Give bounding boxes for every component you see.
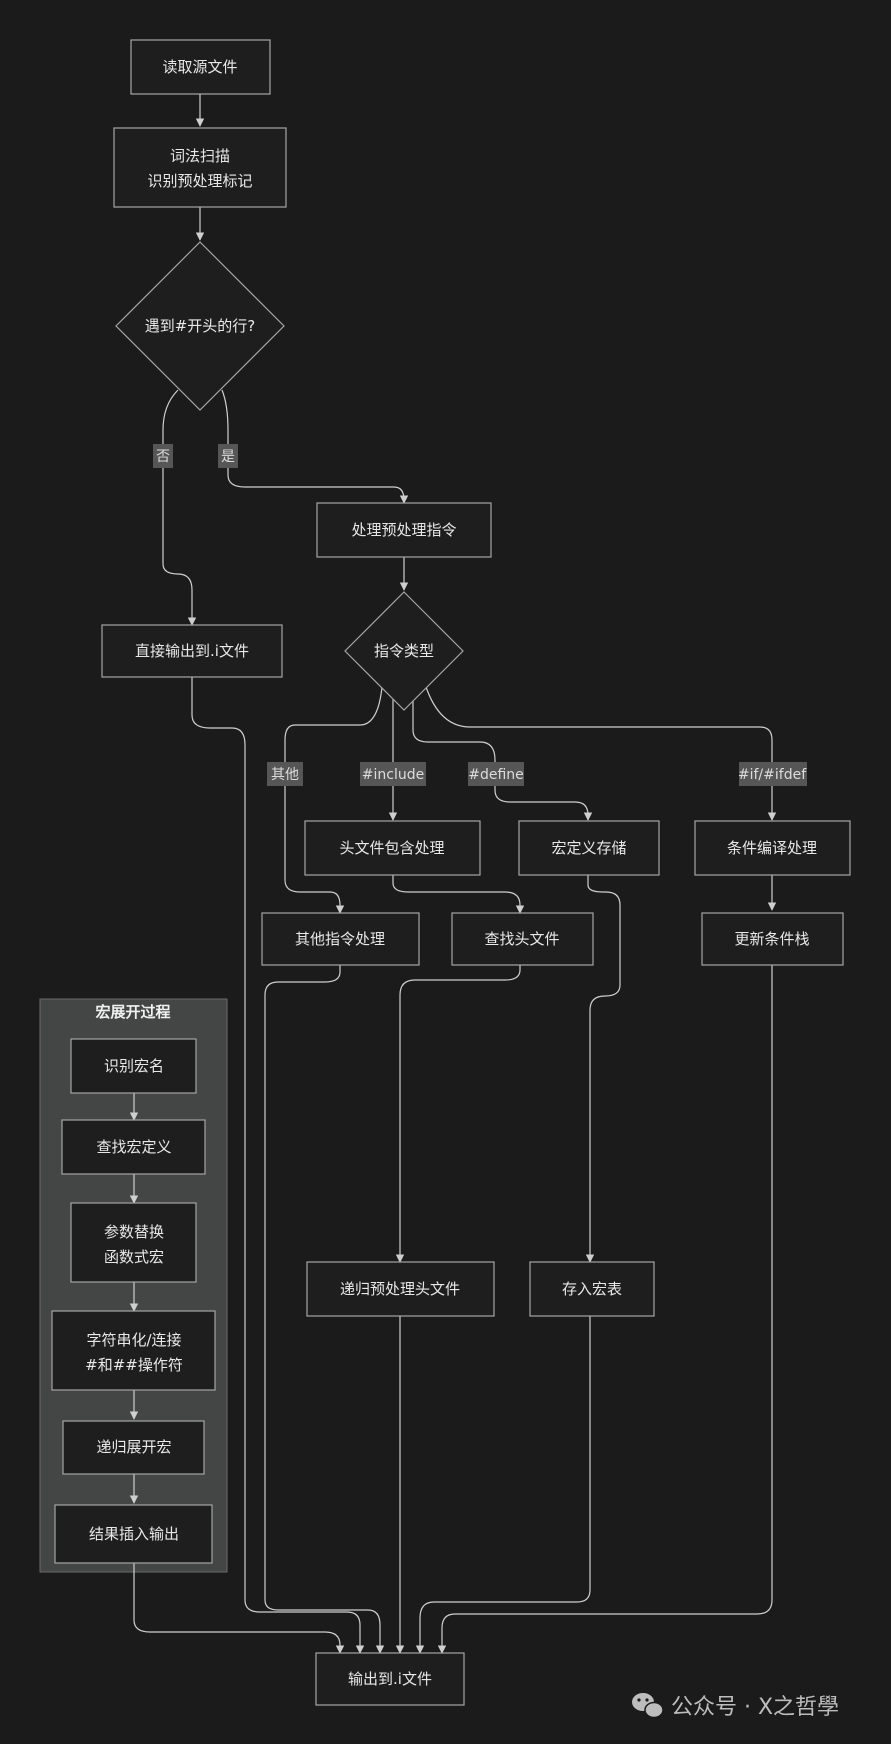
edge-output-direct-to-final: [191, 677, 365, 1654]
node-output-final-label: 输出到.i文件: [348, 1670, 432, 1688]
edge-store-to-final: [415, 1316, 591, 1654]
node-find-header: 查找头文件: [451, 912, 594, 966]
edge-find-to-recursive: [395, 965, 521, 1263]
edge-other-to-final: [264, 965, 385, 1654]
node-update-cond-stack-label: 更新条件栈: [734, 930, 809, 948]
cluster-step-identify-macro: 识别宏名: [70, 1038, 197, 1094]
edge-type-ifdef: [425, 686, 777, 821]
cluster-step-2-label: 查找宏定义: [96, 1138, 171, 1156]
node-lex-scan: 词法扫描 识别预处理标记: [113, 127, 287, 208]
cluster-step-3-label-2: 函数式宏: [104, 1248, 164, 1266]
node-decision-hash-label: 遇到#开头的行?: [145, 317, 256, 335]
wechat-icon: [632, 1693, 664, 1719]
edge-decision-yes: [221, 389, 409, 504]
edge-type-other: [284, 686, 383, 914]
edge-labels: 否 是 其他 #include #define #if/#ifdef: [153, 444, 807, 786]
watermark: 公众号 · X之哲學: [632, 1693, 839, 1720]
node-output-final: 输出到.i文件: [315, 1652, 465, 1706]
node-store-macro-table-label: 存入宏表: [562, 1280, 622, 1298]
cluster-step-4-label-2: #和##操作符: [85, 1356, 183, 1374]
edge-define-to-store: [585, 875, 621, 1263]
cluster-step-6-label: 结果插入输出: [89, 1525, 179, 1543]
node-update-cond-stack: 更新条件栈: [701, 912, 844, 966]
node-directive-type-label: 指令类型: [374, 642, 434, 660]
cluster-step-1-label: 识别宏名: [104, 1057, 164, 1075]
cluster-step-recursive-expand: 递归展开宏: [62, 1420, 205, 1475]
cluster-step-find-macro-def: 查找宏定义: [61, 1119, 206, 1175]
cluster-step-insert-output: 结果插入输出: [54, 1504, 213, 1564]
edge-type-define: [412, 697, 593, 821]
node-output-direct-label: 直接输出到.i文件: [135, 642, 249, 660]
node-decision-hash: 遇到#开头的行?: [115, 241, 285, 411]
edge-include-to-find: [392, 875, 525, 914]
node-process-directive-label: 处理预处理指令: [351, 521, 456, 539]
edge-cluster-to-final: [133, 1563, 345, 1654]
cluster-title: 宏展开过程: [95, 1003, 170, 1021]
node-recursive-header-label: 递归预处理头文件: [340, 1280, 460, 1298]
node-conditional-compile: 条件编译处理: [694, 820, 851, 876]
node-macro-define-store-label: 宏定义存储: [551, 839, 626, 857]
node-other-directive-label: 其他指令处理: [295, 930, 385, 948]
node-other-directive: 其他指令处理: [261, 912, 420, 966]
watermark-text: 公众号 · X之哲學: [671, 1695, 839, 1720]
edge-label-no: 否: [156, 449, 170, 465]
node-lex-scan-label-1: 词法扫描: [170, 147, 230, 165]
edge-stack-to-final: [437, 965, 773, 1654]
edge-label-define: #define: [468, 767, 524, 783]
node-process-directive: 处理预处理指令: [316, 502, 492, 558]
edge-decision-no: [162, 389, 197, 626]
node-output-direct: 直接输出到.i文件: [101, 624, 283, 678]
node-recursive-header: 递归预处理头文件: [306, 1261, 495, 1317]
cluster-step-5-label: 递归展开宏: [96, 1438, 171, 1456]
node-store-macro-table: 存入宏表: [529, 1261, 655, 1317]
cluster-step-stringify: 字符串化/连接 #和##操作符: [51, 1310, 216, 1391]
cluster-step-3-label-1: 参数替换: [104, 1223, 164, 1241]
node-find-header-label: 查找头文件: [484, 930, 559, 948]
node-lex-scan-label-2: 识别预处理标记: [147, 172, 252, 190]
cluster-step-param-replace: 参数替换 函数式宏: [70, 1202, 197, 1283]
cluster-step-4-label-1: 字符串化/连接: [86, 1331, 181, 1349]
edge-label-include: #include: [362, 767, 424, 783]
node-header-include-label: 头文件包含处理: [339, 839, 444, 857]
edge-label-yes: 是: [221, 449, 235, 465]
node-macro-define-store: 宏定义存储: [518, 820, 660, 876]
node-read-source-label: 读取源文件: [162, 58, 237, 76]
edge-label-other: 其他: [271, 767, 299, 783]
edge-label-ifdef: #if/#ifdef: [738, 767, 807, 783]
node-conditional-compile-label: 条件编译处理: [727, 839, 817, 857]
node-header-include: 头文件包含处理: [304, 820, 481, 876]
node-directive-type: 指令类型: [344, 591, 464, 711]
node-read-source: 读取源文件: [130, 39, 271, 95]
